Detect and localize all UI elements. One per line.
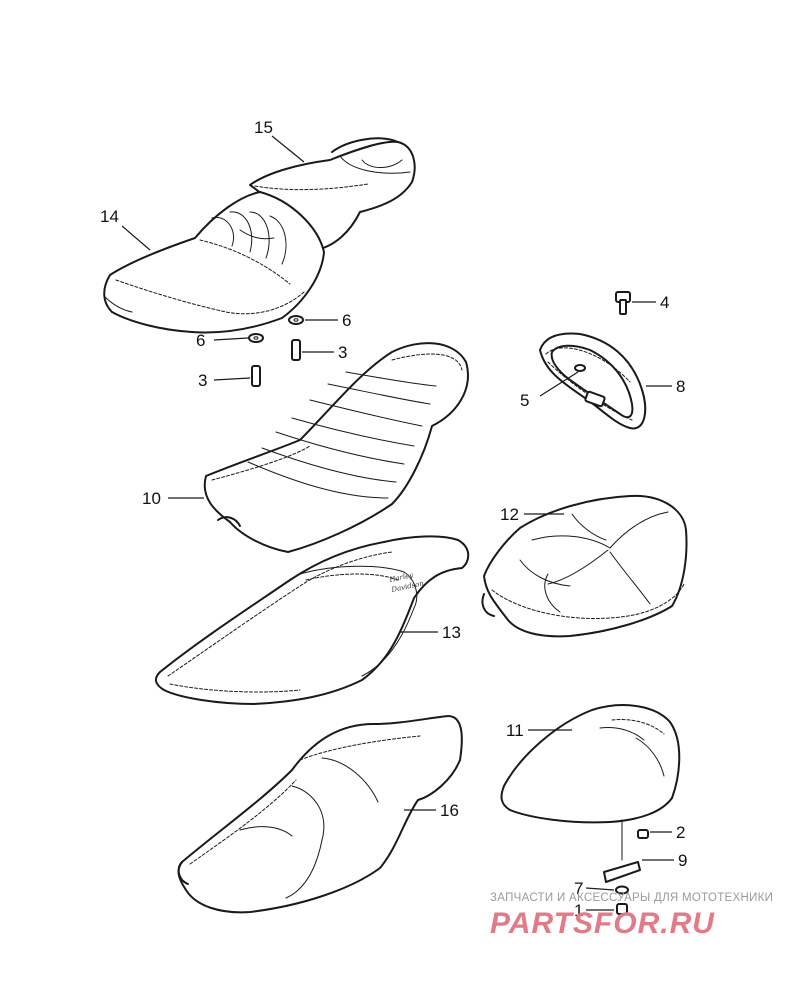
callout-5: 5 bbox=[520, 391, 529, 410]
callout-13: 13 bbox=[442, 623, 461, 642]
callout-4: 4 bbox=[660, 293, 669, 312]
callout-10: 10 bbox=[142, 489, 161, 508]
callout-15: 15 bbox=[254, 118, 273, 137]
callout-6-lower: 6 bbox=[196, 331, 205, 350]
callout-7: 7 bbox=[574, 879, 583, 898]
callout-8: 8 bbox=[676, 377, 685, 396]
callout-2: 2 bbox=[676, 823, 685, 842]
callout-16: 16 bbox=[440, 801, 459, 820]
seat-11 bbox=[500, 704, 681, 824]
callout-3-lower: 3 bbox=[198, 371, 207, 390]
callout-9: 9 bbox=[678, 851, 687, 870]
hardware-3-6 bbox=[248, 315, 304, 387]
callout-3-upper: 3 bbox=[338, 343, 347, 362]
watermark-logo: PARTSFOR.RU bbox=[490, 907, 715, 940]
callouts: 15 14 6 6 3 3 4 8 5 10 12 13 11 16 2 9 7… bbox=[100, 118, 687, 920]
seat-16 bbox=[177, 715, 463, 914]
seat-10 bbox=[203, 342, 469, 553]
callout-12: 12 bbox=[500, 505, 519, 524]
seat-13: Harley Davidson bbox=[154, 535, 470, 705]
leader-lines bbox=[121, 135, 674, 911]
seat-14-15 bbox=[103, 137, 416, 334]
callout-14: 14 bbox=[100, 207, 119, 226]
watermark-caption: ЗАПЧАСТИ И АКСЕССУАРЫ ДЛЯ МОТОТЕХНИКИ bbox=[490, 892, 773, 904]
watermark: ЗАПЧАСТИ И АКСЕССУАРЫ ДЛЯ МОТОТЕХНИКИ PA… bbox=[490, 892, 773, 940]
strap-4-5-8 bbox=[539, 291, 647, 430]
callout-11: 11 bbox=[506, 721, 524, 740]
callout-1: 1 bbox=[574, 901, 583, 920]
seat-12 bbox=[481, 494, 688, 638]
callout-6-upper: 6 bbox=[342, 311, 351, 330]
hardware-1-2-7-9 bbox=[603, 819, 649, 915]
